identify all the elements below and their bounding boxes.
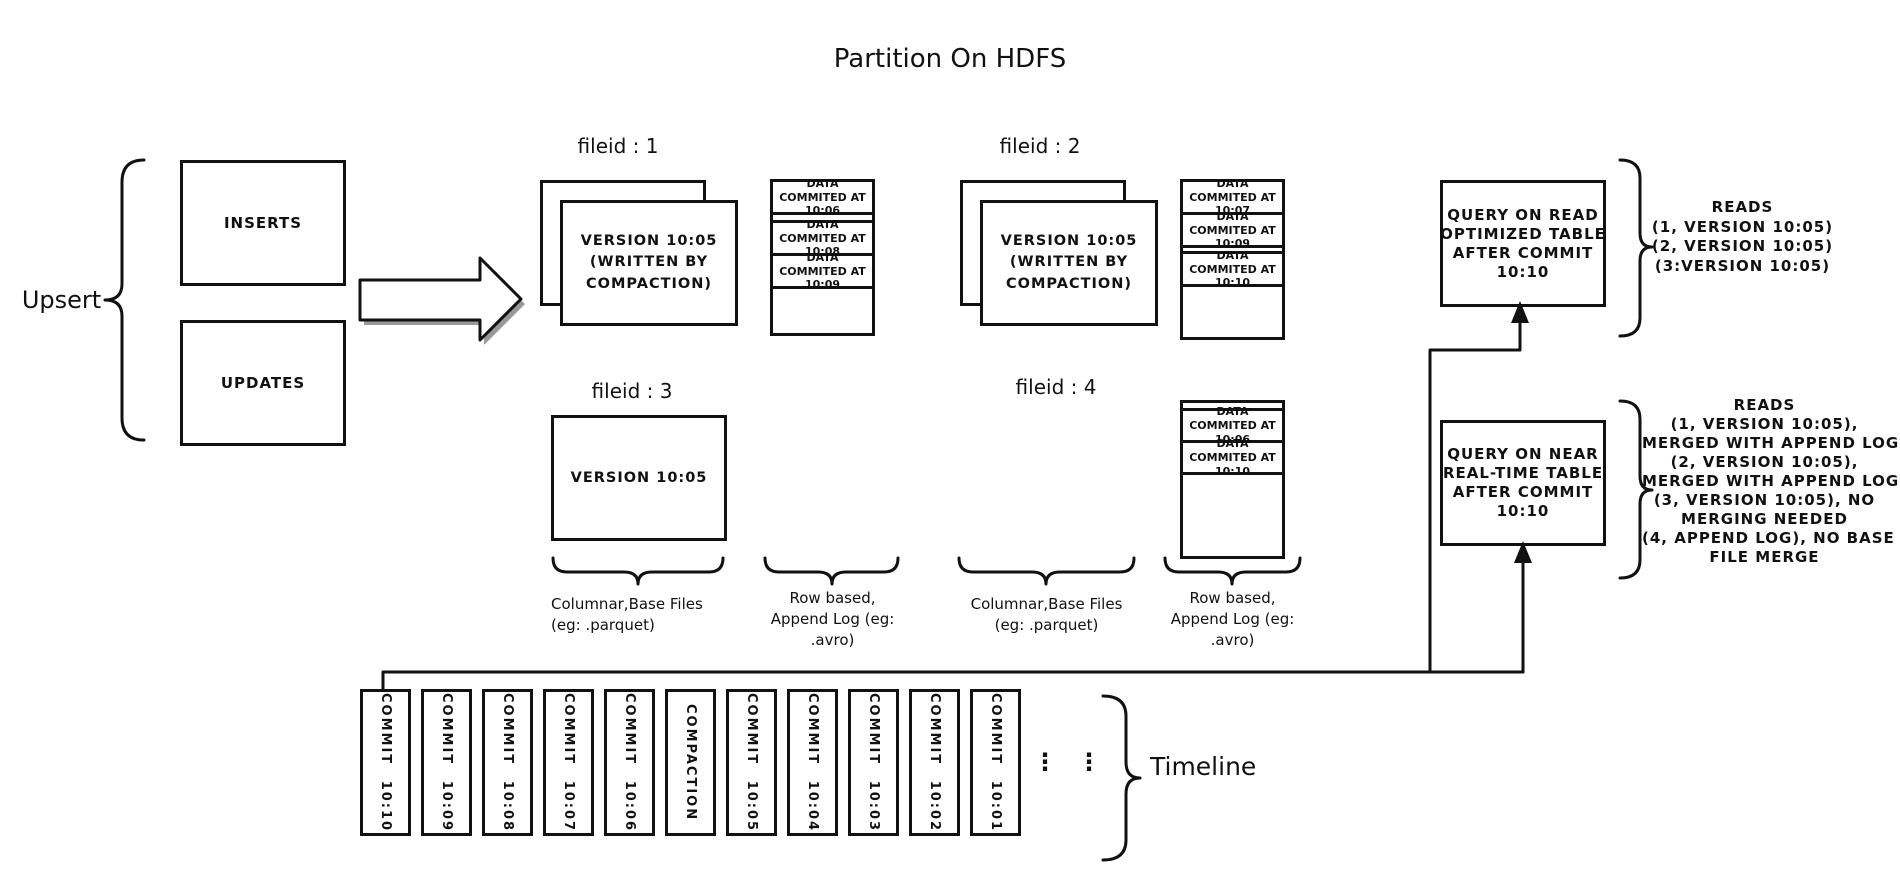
fileid-1-label: fileid : 1 [577,134,659,158]
reads-read-optimized-brace [1618,158,1654,338]
read-optimized-arrowhead-icon [1511,301,1529,323]
updates-box: UPDATES [180,320,346,446]
row-log-brace-1 [763,556,900,586]
log-block-divider [1183,248,1282,254]
inserts-label: INSERTS [223,214,303,232]
fileid-1-base-file: VERSION 10:05 (WRITTEN BY COMPACTION) [560,200,738,326]
timeline-ellipsis-icon: ⋮ [1077,748,1101,776]
columnar-files-brace-1 [551,556,725,586]
commit-arrow [358,256,523,342]
query-near-real-time-box: QUERY ON NEAR REAL-TIME TABLE AFTER COMM… [1440,420,1606,546]
timeline-commit-box: COMMIT 10:02 [909,689,960,836]
log-block: DATA COMMITED AT 10:06 [1183,405,1282,446]
fileid-4-log-file: DATA COMMITED AT 10:06 DATA COMMITED AT … [1180,400,1285,559]
fileid-3-label: fileid : 3 [591,379,673,403]
timeline-commit-box: COMMIT 10:10 [360,689,411,836]
timeline-commit-box: COMMIT 10:06 [604,689,655,836]
reads-near-real-time-text: READS (1, VERSION 10:05), MERGED WITH AP… [1642,396,1900,566]
reads-near-real-time-brace [1618,399,1654,580]
fileid-2-label: fileid : 2 [999,134,1081,158]
timeline-compaction-box: COMPACTION [665,689,716,836]
fileid-3-base-label: VERSION 10:05 [570,470,708,486]
fileid-2-base-label: VERSION 10:05 (WRITTEN BY COMPACTION) [1000,233,1138,292]
inserts-box: INSERTS [180,160,346,286]
upsert-brace [103,158,146,442]
upsert-label: Upsert [21,286,102,314]
fileid-2-base-file: VERSION 10:05 (WRITTEN BY COMPACTION) [980,200,1158,326]
columnar-files-brace-2 [957,556,1136,586]
timeline-commit-box: COMMIT 10:03 [848,689,899,836]
fileid-3-base-file: VERSION 10:05 [551,415,727,541]
timeline-commit-box: COMMIT 10:07 [543,689,594,836]
columnar-base-files-label-2: Columnar,Base Files (eg: .parquet) [970,595,1123,634]
timeline-ellipsis-icon: ⋮ [1033,748,1057,776]
row-based-append-log-label-2: Row based, Append Log (eg: .avro) [1170,589,1295,649]
timeline-commit-box: COMMIT 10:08 [482,689,533,836]
updates-label: UPDATES [220,374,306,392]
fileid-1-base-label: VERSION 10:05 (WRITTEN BY COMPACTION) [580,233,718,292]
log-block: DATA COMMITED AT 10:10 [1183,249,1282,289]
row-based-append-log-label-1: Row based, Append Log (eg: .avro) [770,589,895,649]
timeline-commit-box: COMMIT 10:04 [787,689,838,836]
timeline-commit-box: COMMIT 10:01 [970,689,1021,836]
page-title: Partition On HDFS [833,44,1067,74]
query-read-optimized-box: QUERY ON READ OPTIMIZED TABLE AFTER COMM… [1440,180,1606,307]
timeline-brace [1101,694,1142,862]
log-block-divider [773,215,872,223]
timeline-label: Timeline [1150,752,1257,781]
fileid-1-log-file: DATA COMMITED AT 10:06 DATA COMMITED AT … [770,177,875,336]
log-block: DATA COMMITED AT 10:08 [773,218,872,258]
read-optimized-connector [1428,310,1522,674]
fileid-2-log-file: DATA COMMITED AT 10:07 DATA COMMITED AT … [1180,177,1285,340]
log-block-divider [1183,403,1282,411]
near-real-time-arrowhead-icon [1514,541,1532,563]
row-log-brace-2 [1163,556,1302,586]
columnar-base-files-label-1: Columnar,Base Files (eg: .parquet) [551,595,703,634]
reads-read-optimized-text: READS (1, VERSION 10:05) (2, VERSION 10:… [1651,198,1834,275]
timeline-connector-line [381,670,1525,691]
timeline-commit-box: COMMIT 10:09 [421,689,472,836]
timeline-commit-box: COMMIT 10:05 [726,689,777,836]
fileid-4-label: fileid : 4 [1015,375,1097,399]
